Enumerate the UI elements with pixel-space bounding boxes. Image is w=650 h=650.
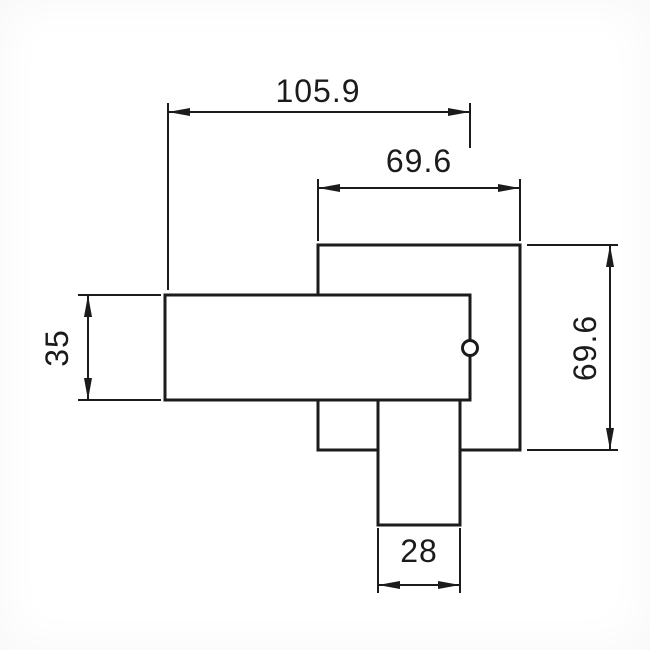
dim-overall-width-label: 105.9 [275,73,360,109]
part-outline [163,243,522,527]
dimension-plate-width: 69.6 [317,143,521,241]
dimension-spout-width: 28 [377,528,461,593]
arm-body-outline [163,293,472,402]
dimension-arm-height: 35 [39,294,161,401]
spout-outline [376,398,462,527]
dim-spout-width-label: 28 [400,533,438,569]
dimension-plate-height: 69.6 [527,244,618,451]
dim-arm-height-label: 35 [39,329,75,367]
dim-plate-height-label: 69.6 [567,315,603,381]
dimension-overall-width: 105.9 [167,73,471,290]
dim-plate-width-label: 69.6 [386,143,452,179]
set-screw-detail [461,339,479,357]
